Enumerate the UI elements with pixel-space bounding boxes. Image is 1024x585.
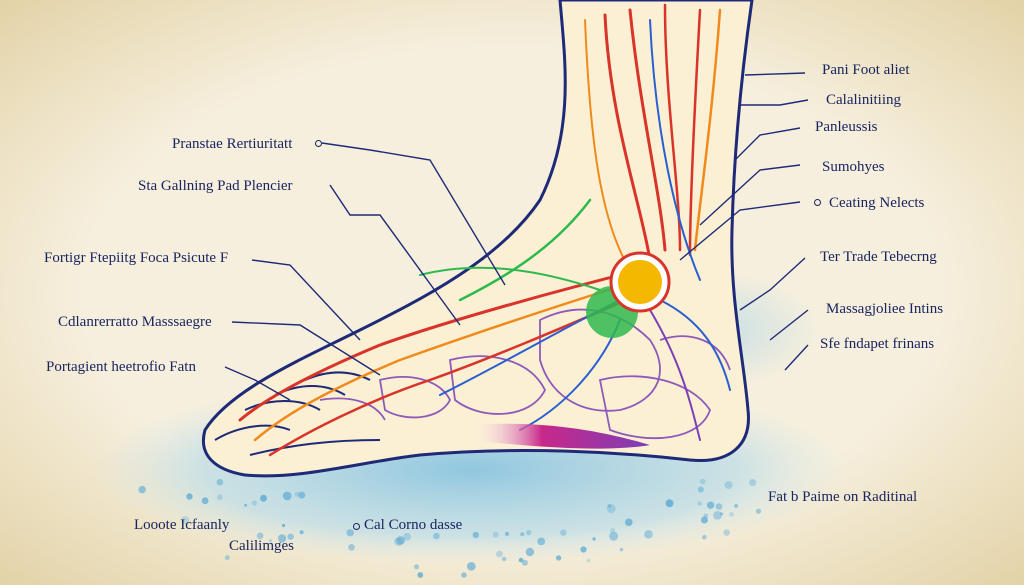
water-droplet	[298, 491, 306, 499]
label-left-8-marker	[353, 523, 360, 530]
water-droplet	[644, 530, 653, 539]
label-right-5: Ceating Nelects	[829, 195, 925, 211]
water-droplet	[216, 478, 224, 486]
water-droplet	[729, 512, 734, 517]
label-right-3: Panleussis	[815, 119, 878, 135]
label-left-6: Looote Icfaanly	[134, 517, 230, 533]
water-droplet	[414, 564, 420, 570]
label-left-8: Cal Corno dasse	[364, 517, 463, 533]
water-droplet	[299, 530, 304, 535]
water-droplet	[625, 518, 633, 527]
water-droplet	[496, 550, 503, 558]
water-droplet	[580, 546, 587, 553]
label-left-4: Cdlanrerratto Masssaegre	[58, 314, 212, 330]
label-right-9: Fat b Paime on Raditinal	[768, 489, 918, 505]
water-droplet	[525, 547, 535, 557]
water-droplet	[619, 547, 624, 552]
pain-point	[618, 260, 662, 304]
water-droplet	[776, 493, 780, 498]
water-droplet	[521, 559, 528, 566]
water-droplets	[138, 478, 780, 578]
water-droplet	[560, 529, 567, 536]
water-droplet	[501, 556, 507, 562]
water-droplet	[268, 539, 273, 543]
water-droplet	[224, 555, 230, 561]
water-droplet	[537, 537, 546, 546]
water-droplet	[181, 516, 190, 525]
water-droplet	[282, 491, 292, 501]
water-droplet	[555, 555, 562, 561]
water-droplet	[700, 516, 708, 524]
water-droplet	[697, 501, 702, 506]
label-left-5: Portagient heetrofio Fatn	[46, 359, 196, 375]
water-droplet	[586, 558, 591, 563]
leader-lines	[224, 72, 809, 401]
label-left-7: Calilimges	[229, 538, 294, 554]
label-left-2: Sta Gallning Pad Plencier	[138, 178, 293, 194]
label-right-2: Calalinitiing	[826, 92, 901, 108]
water-droplet	[723, 529, 730, 536]
water-droplet	[697, 486, 704, 493]
water-droplet	[592, 537, 596, 541]
label-right-1: Pani Foot aliet	[822, 62, 910, 78]
water-droplet	[282, 523, 286, 528]
water-droplet	[610, 528, 616, 534]
water-droplet	[467, 562, 476, 571]
water-droplet	[520, 532, 525, 537]
arch-highlight	[470, 423, 650, 449]
water-droplet	[216, 494, 223, 501]
water-droplet	[719, 512, 724, 516]
water-droplet	[244, 503, 248, 507]
water-droplet	[707, 501, 715, 509]
label-right-6: Ter Trade Tebecrng	[820, 249, 937, 265]
bone-structure	[319, 308, 731, 440]
label-left-1: Pranstae Rertiuritatt	[172, 136, 293, 152]
water-droplet	[755, 508, 762, 514]
water-droplet	[433, 532, 440, 540]
water-droplet	[734, 503, 739, 508]
water-droplet	[186, 493, 193, 500]
water-droplet	[607, 504, 612, 508]
water-droplet	[294, 491, 300, 497]
water-droplet	[277, 534, 287, 543]
water-droplet	[492, 531, 499, 538]
water-droplet	[609, 531, 619, 541]
label-right-8: Sfe fndapet frinans	[820, 336, 935, 352]
water-droplet	[348, 544, 355, 551]
water-droplet	[396, 536, 406, 545]
water-droplet	[665, 499, 674, 508]
water-droplet	[504, 531, 510, 537]
foot-body	[202, 0, 754, 478]
water-droplet	[702, 535, 707, 540]
water-droplet	[403, 532, 411, 541]
label-right-7: Massagjoliee Intins	[826, 301, 944, 317]
label-right-4: Sumohyes	[822, 159, 885, 175]
water-droplet	[724, 481, 733, 490]
water-droplet	[526, 530, 532, 536]
water-droplet	[715, 503, 723, 510]
water-droplet	[472, 531, 479, 539]
water-droplet	[201, 497, 209, 505]
water-droplet	[713, 511, 722, 520]
water-droplet	[461, 572, 467, 578]
water-droplet	[260, 494, 267, 502]
water-droplet	[749, 479, 757, 486]
label-left-3: Fortigr Ftepiitg Foca Psicute F	[44, 250, 229, 266]
label-left-1-marker	[315, 140, 322, 147]
label-right-5-marker	[814, 199, 821, 206]
water-droplet	[346, 529, 354, 537]
water-droplet	[138, 485, 146, 494]
water-droplet	[256, 532, 264, 540]
water-droplet	[699, 478, 706, 485]
water-droplet	[417, 572, 424, 578]
water-droplet	[251, 500, 258, 506]
water-droplet	[287, 533, 294, 540]
water-droplet	[518, 557, 524, 563]
